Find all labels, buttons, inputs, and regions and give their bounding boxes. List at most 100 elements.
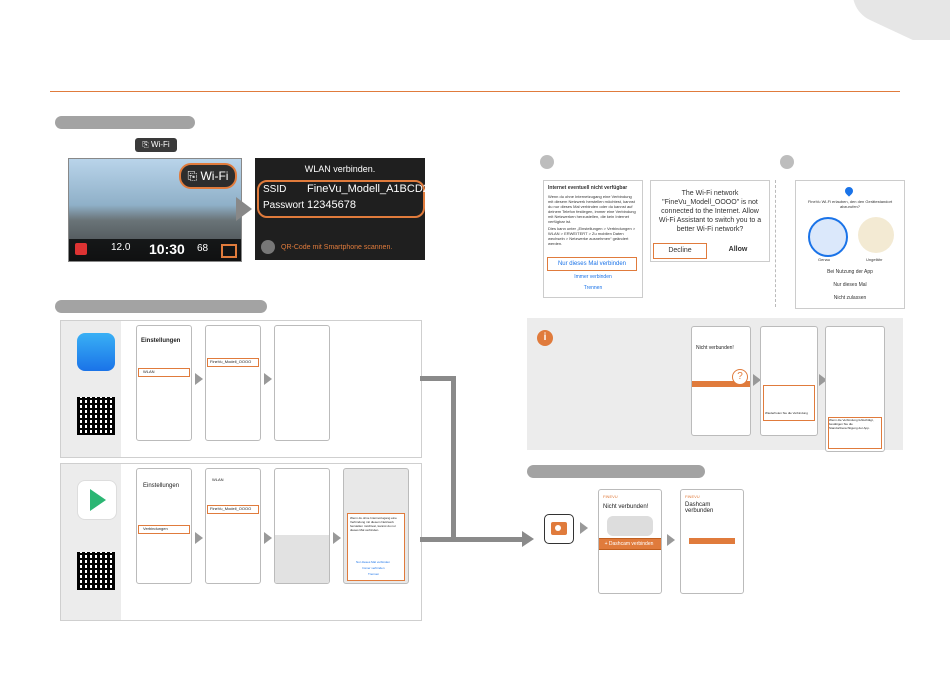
assistant-text: The Wi-Fi network "FineVu_Modell_OOOO" i… (658, 190, 762, 233)
location-permission-dialog: FineVu Wi-Fi erlauben, den den Gerätesta… (795, 180, 905, 309)
not-connected-title: Nicht verbunden! (696, 345, 734, 351)
wifi-button-badge: ⎘ Wi-Fi (135, 138, 177, 152)
android-dialog-highlight: Wenn du ohne Internetzugang eine Verbind… (347, 513, 405, 581)
event-count: 68 (197, 243, 209, 254)
question-icon: ? (732, 369, 748, 385)
decline-button[interactable]: Decline (653, 243, 707, 259)
connect-once-button[interactable]: Nur dieses Mal verbinden (547, 257, 637, 271)
back-icon[interactable] (261, 240, 275, 254)
ios-steps-panel: Einstellungen WLAN FineVu_Modell_OOOO (60, 320, 422, 458)
location-title: FineVu Wi-Fi erlauben, den den Gerätesta… (807, 199, 893, 209)
android-wlan-phone: WLAN FineVu_Modell_OOOO (205, 468, 261, 584)
app-connected-title: Dashcam verbunden (685, 502, 714, 514)
step-arrow-icon (667, 534, 675, 546)
permission-note: Wenn die Verbindung fehlschlägt, bestäti… (828, 417, 882, 449)
dialog-body-2: Dies kann unter „Einstellungen > Verbind… (548, 226, 636, 246)
allow-button[interactable]: Allow (728, 246, 748, 253)
android-network-highlight[interactable] (207, 505, 259, 514)
menu-grid-icon[interactable] (221, 244, 237, 258)
always-button[interactable]: Immer verbinden (362, 566, 385, 570)
approx-location-option[interactable] (858, 217, 894, 253)
ios-settings-phone: Einstellungen WLAN (136, 325, 192, 441)
android-dialog-body: Wenn du ohne Internetzugang eine Verbind… (350, 516, 397, 532)
dashcam-screen: ⎘ Wi-Fi 12.0 10:30 68 (68, 158, 242, 262)
notice-retry-phone: Wiederholen Sie die Verbindung (760, 326, 818, 436)
wlan-title: WLAN verbinden. (304, 164, 376, 174)
google-play-icon[interactable] (77, 480, 117, 520)
allow-while-using-button[interactable]: Bei Nutzung der App (827, 269, 873, 275)
ios-network-name: FineVu_Modell_OOOO (210, 359, 252, 364)
step-arrow-icon (753, 374, 761, 386)
connector-line (420, 537, 524, 542)
ios-password-phone (274, 325, 330, 441)
android-network-name: FineVu_Modell_OOOO (210, 506, 252, 511)
disconnect-button[interactable]: Trennen (368, 572, 380, 576)
disconnect-button[interactable]: Trennen (583, 285, 603, 291)
deny-button[interactable]: Nicht zulassen (833, 295, 867, 301)
password-label: Passwort (263, 200, 305, 211)
record-icon (75, 243, 87, 255)
approx-label: Ungefähr (866, 257, 883, 262)
app-not-connected-phone: FINEVU Nicht verbunden! + Dashcam verbin… (598, 489, 662, 594)
connect-bar[interactable] (692, 381, 750, 387)
ios-wlan-highlight[interactable] (138, 368, 190, 377)
connector-arrow-icon (522, 531, 534, 547)
step-arrow-icon (236, 197, 252, 221)
live-view-button[interactable] (689, 538, 735, 544)
step-arrow-icon (264, 532, 272, 544)
divider (775, 180, 776, 307)
step-2-badge (780, 155, 794, 169)
notice-permission-phone: Wenn die Verbindung fehlschlägt, bestäti… (825, 326, 885, 452)
connect-dashcam-button[interactable]: + Dashcam verbinden (599, 538, 661, 550)
app-not-connected-title: Nicht verbunden! (603, 504, 649, 510)
ios-qr-icon (77, 397, 115, 435)
connector-line (451, 376, 456, 540)
retry-highlight[interactable] (763, 385, 815, 421)
android-internet-dialog: Internet eventuell nicht verfügbar Wenn … (543, 180, 643, 298)
android-settings-title: Einstellungen (143, 483, 180, 489)
brand-label: FINEVU (685, 494, 700, 499)
ios-network-highlight[interactable] (207, 358, 259, 367)
section-pill-phone (55, 300, 267, 313)
page-corner-tab (830, 0, 950, 40)
connector-line (420, 376, 456, 381)
finevu-app-icon[interactable] (544, 514, 574, 544)
ios-wlan-label: WLAN (143, 369, 155, 374)
step-arrow-icon (333, 532, 341, 544)
android-password-phone (274, 468, 330, 584)
always-connect-button[interactable]: Immer verbinden (574, 274, 612, 280)
app-connected-phone: FINEVU Dashcam verbunden (680, 489, 744, 594)
precise-location-option[interactable] (808, 217, 848, 257)
android-wlan-label: WLAN (212, 477, 224, 482)
notice-box: i Nicht verbunden! ? Wiederholen Sie die… (527, 318, 903, 452)
step-arrow-icon (195, 532, 203, 544)
section-pill-dashcam (55, 116, 195, 129)
time-readout: 10:30 (149, 241, 185, 257)
location-pin-icon (843, 185, 855, 197)
android-steps-panel: Einstellungen Verbindungen WLAN FineVu_M… (60, 463, 422, 621)
qr-hint: QR-Code mit Smartphone scannen. (281, 244, 393, 251)
speed-readout: 12.0 (111, 242, 131, 253)
connect-once-button[interactable]: Nur dieses Mal verbinden (356, 560, 391, 564)
info-icon: i (537, 330, 553, 346)
brand-label: FINEVU (603, 494, 618, 499)
step-arrow-icon (195, 373, 203, 385)
android-connections-highlight[interactable] (138, 525, 190, 534)
notice-app-phone: Nicht verbunden! ? (691, 326, 751, 436)
ssid-value: FineVu_Modell_A1BCD2 (307, 183, 425, 195)
retry-label: Wiederholen Sie die Verbindung (765, 411, 808, 415)
android-settings-phone: Einstellungen Verbindungen (136, 468, 192, 584)
step-arrow-icon (819, 374, 827, 386)
ios-settings-title: Einstellungen (141, 338, 181, 344)
step-arrow-icon (264, 373, 272, 385)
android-dialog-phone: Wenn du ohne Internetzugang eine Verbind… (343, 468, 409, 584)
android-qr-icon (77, 552, 115, 590)
header-rule (50, 91, 900, 92)
keyboard[interactable] (275, 535, 329, 583)
wlan-connect-screen: WLAN verbinden. SSID FineVu_Modell_A1BCD… (255, 158, 425, 260)
dashcam-wifi-button[interactable]: ⎘ Wi-Fi (179, 163, 237, 189)
allow-once-button[interactable]: Nur dieses Mal (833, 282, 867, 288)
app-store-icon[interactable] (77, 333, 115, 371)
credentials-highlight: SSID FineVu_Modell_A1BCD2 Passwort 12345… (257, 180, 425, 218)
section-pill-app (527, 465, 705, 478)
